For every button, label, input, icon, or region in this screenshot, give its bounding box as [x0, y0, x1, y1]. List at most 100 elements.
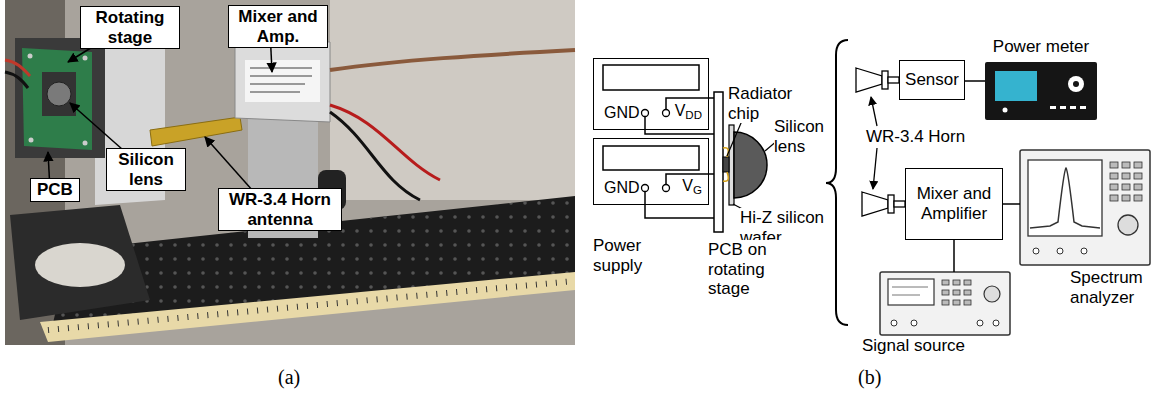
source-port [993, 320, 999, 326]
pin-name: GND [604, 104, 640, 122]
key [1110, 195, 1118, 201]
horn-flange [882, 71, 888, 89]
screen-line [892, 287, 928, 288]
spectrum-peak [1030, 168, 1100, 228]
plate-line [250, 91, 300, 93]
panel-label: (a) [278, 366, 300, 389]
horn-symbol [862, 192, 905, 216]
key [1110, 184, 1118, 190]
key [964, 280, 971, 285]
box-text: Mixer and Amp. [235, 7, 321, 46]
rotating-stage [15, 38, 105, 158]
signal-source: Signal source [880, 272, 1010, 335]
lens-holder [42, 72, 76, 116]
terminal [642, 110, 649, 117]
horn-symbol [856, 68, 899, 92]
screw [28, 54, 33, 59]
supply-wires [645, 98, 714, 218]
key [1122, 162, 1130, 168]
leader-arrows [48, 30, 272, 210]
key [1134, 184, 1142, 190]
box-text: PCB [37, 180, 73, 200]
wire [645, 117, 714, 135]
callout-box: WR-3.4 Horn antenna [218, 188, 342, 231]
horn-antenna [150, 117, 242, 146]
key [953, 300, 960, 305]
analyzer-knob [1118, 215, 1138, 235]
horn-flange [888, 195, 894, 213]
analyzer-screen [1028, 160, 1102, 236]
pin-name: GND [604, 179, 640, 197]
psu-display [603, 146, 699, 170]
pin-name: VDD [675, 102, 702, 122]
callout-box: PCB [30, 178, 80, 202]
pin-subscript: DD [685, 109, 702, 121]
meter-button [1070, 106, 1076, 109]
wall [330, 0, 575, 200]
analyzer-body [1020, 150, 1150, 265]
key [1122, 184, 1130, 190]
box-text: Mixer and Amplifier [910, 184, 998, 223]
leader-lines [727, 116, 778, 214]
instrument-label: Spectrum analyzer [1070, 268, 1150, 307]
meter-port [1003, 108, 1008, 113]
cable [330, 50, 575, 70]
stage-base [10, 205, 150, 320]
key [942, 290, 949, 295]
wire [666, 98, 714, 110]
pcb-board [714, 92, 723, 232]
brace [826, 40, 848, 325]
label-plate [245, 60, 320, 102]
silicon-lens [47, 82, 71, 106]
radiator-chip [723, 157, 729, 172]
panel-label: (b) [858, 366, 881, 389]
photo [5, 0, 575, 345]
plate-line [250, 83, 305, 85]
pcb [22, 48, 92, 150]
horn-flare [856, 68, 882, 92]
waveguide [894, 201, 905, 207]
key [953, 290, 960, 295]
pin-letter: V [675, 102, 686, 119]
psu-display [603, 65, 699, 90]
box-text: WR-3.4 Horn antenna [225, 190, 335, 229]
signal-source-drawing [880, 272, 1010, 335]
spectrum-analyzer-drawing [1020, 150, 1150, 265]
schematic [603, 40, 1150, 335]
plate-line [250, 75, 312, 77]
power-meter-drawing [985, 62, 1097, 120]
meter-display [995, 71, 1037, 101]
key [1134, 162, 1142, 168]
key [1134, 195, 1142, 201]
leader-arrow [873, 148, 877, 189]
source-port [891, 320, 897, 326]
plate-line [250, 67, 312, 69]
meter-button [1080, 106, 1086, 109]
callout-box: Silicon lens [106, 148, 186, 191]
source-port [977, 320, 983, 326]
instrument-label: Power meter [993, 37, 1089, 57]
key [964, 290, 971, 295]
key [1110, 173, 1118, 179]
meter-button [1060, 106, 1066, 109]
analyzer-port [1033, 248, 1039, 254]
analyzer-port [1081, 248, 1087, 254]
key [942, 280, 949, 285]
callout-box: Rotating stage [80, 6, 180, 49]
pin-subscript: G [693, 184, 702, 196]
terminal [663, 110, 670, 117]
mixer-block [235, 38, 330, 122]
wire [5, 72, 28, 88]
bond-wire [723, 172, 728, 181]
key [953, 280, 960, 285]
power-supply-box: GNDVG [593, 138, 709, 205]
terminal [642, 185, 649, 192]
waveguide [888, 77, 899, 83]
sensor-box: Sensor [899, 60, 965, 100]
analyzer-keys [1110, 162, 1142, 201]
source-port [911, 320, 917, 326]
screw [29, 138, 34, 143]
source-knob [984, 286, 1000, 302]
screen-line [892, 295, 920, 296]
